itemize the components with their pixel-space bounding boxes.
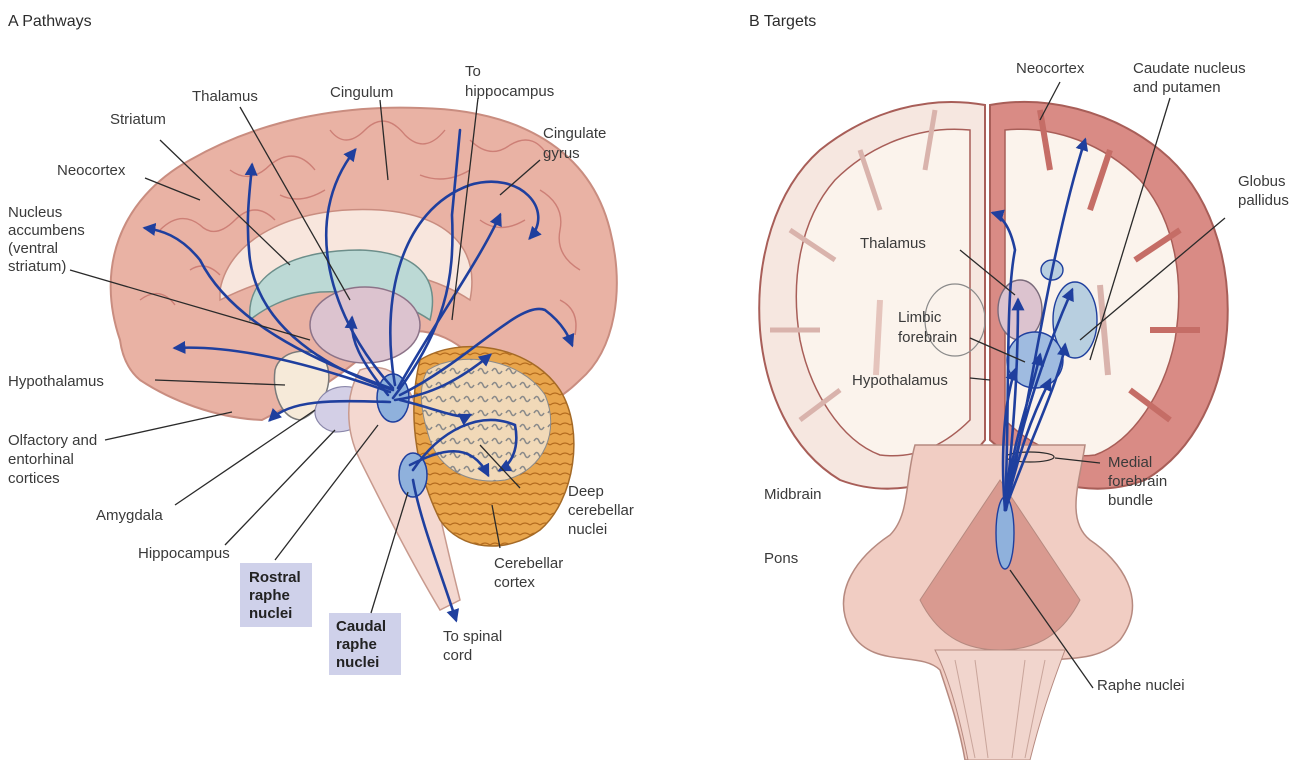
label-to-hippocampus-2: hippocampus: [465, 83, 554, 100]
label-accumbens-2: accumbens: [8, 222, 85, 239]
label-globus-1: Globus: [1238, 173, 1286, 190]
label-neocortex-b: Neocortex: [1016, 60, 1085, 77]
label-accumbens-3: (ventral: [8, 240, 58, 257]
label-thalamus-b: Thalamus: [860, 235, 926, 252]
label-raphe-nuclei-b: Raphe nuclei: [1097, 677, 1185, 694]
label-hypothalamus-a: Hypothalamus: [8, 373, 104, 390]
label-cingulum: Cingulum: [330, 84, 393, 101]
label-deep-cerebellar-2: cerebellar: [568, 502, 634, 519]
panel-b: B Targets: [749, 13, 1289, 760]
rostral-box-line-3: nuclei: [249, 605, 292, 622]
caudal-box-line-2: raphe: [336, 636, 377, 653]
label-globus-2: pallidus: [1238, 192, 1289, 209]
label-deep-cerebellar-1: Deep: [568, 483, 604, 500]
rostral-box-line-2: raphe: [249, 587, 290, 604]
label-cingulate-1: Cingulate: [543, 125, 606, 142]
label-caudate-1: Caudate nucleus: [1133, 60, 1246, 77]
label-limbic-1: Limbic: [898, 309, 942, 326]
label-olfactory-2: entorhinal: [8, 451, 74, 468]
label-thalamus-a: Thalamus: [192, 88, 258, 105]
label-mfb-2: forebrain: [1108, 473, 1167, 490]
label-accumbens-1: Nucleus: [8, 204, 62, 221]
label-neocortex-a: Neocortex: [57, 162, 126, 179]
label-olfactory-1: Olfactory and: [8, 432, 97, 449]
label-striatum: Striatum: [110, 111, 166, 128]
thalamus-b: [998, 280, 1042, 340]
label-deep-cerebellar-3: nuclei: [568, 521, 607, 538]
label-spinal-2: cord: [443, 647, 472, 664]
panel-b-title: B Targets: [749, 13, 816, 30]
label-amygdala: Amygdala: [96, 507, 163, 524]
label-olfactory-3: cortices: [8, 470, 60, 487]
panel-a-title: A Pathways: [8, 13, 92, 30]
left-putamen-stripe: [876, 300, 880, 375]
label-limbic-2: forebrain: [898, 329, 957, 346]
caudal-box-line-1: Caudal: [336, 618, 386, 635]
label-to-hippocampus-1: To: [465, 63, 481, 80]
label-cerebellar-cortex-2: cortex: [494, 574, 535, 591]
label-mfb-1: Medial: [1108, 454, 1152, 471]
rostral-box-line-1: Rostral: [249, 569, 301, 586]
label-pons: Pons: [764, 550, 798, 567]
label-cingulate-2: gyrus: [543, 145, 580, 162]
label-hippocampus: Hippocampus: [138, 545, 230, 562]
label-hypothalamus-b: Hypothalamus: [852, 372, 948, 389]
label-accumbens-4: striatum): [8, 258, 66, 275]
label-midbrain: Midbrain: [764, 486, 822, 503]
panel-a: A Pathways: [8, 13, 634, 675]
label-mfb-3: bundle: [1108, 492, 1153, 509]
label-cerebellar-cortex-1: Cerebellar: [494, 555, 563, 572]
label-caudate-2: and putamen: [1133, 79, 1221, 96]
label-spinal-1: To spinal: [443, 628, 502, 645]
caudal-box-line-3: nuclei: [336, 654, 379, 671]
